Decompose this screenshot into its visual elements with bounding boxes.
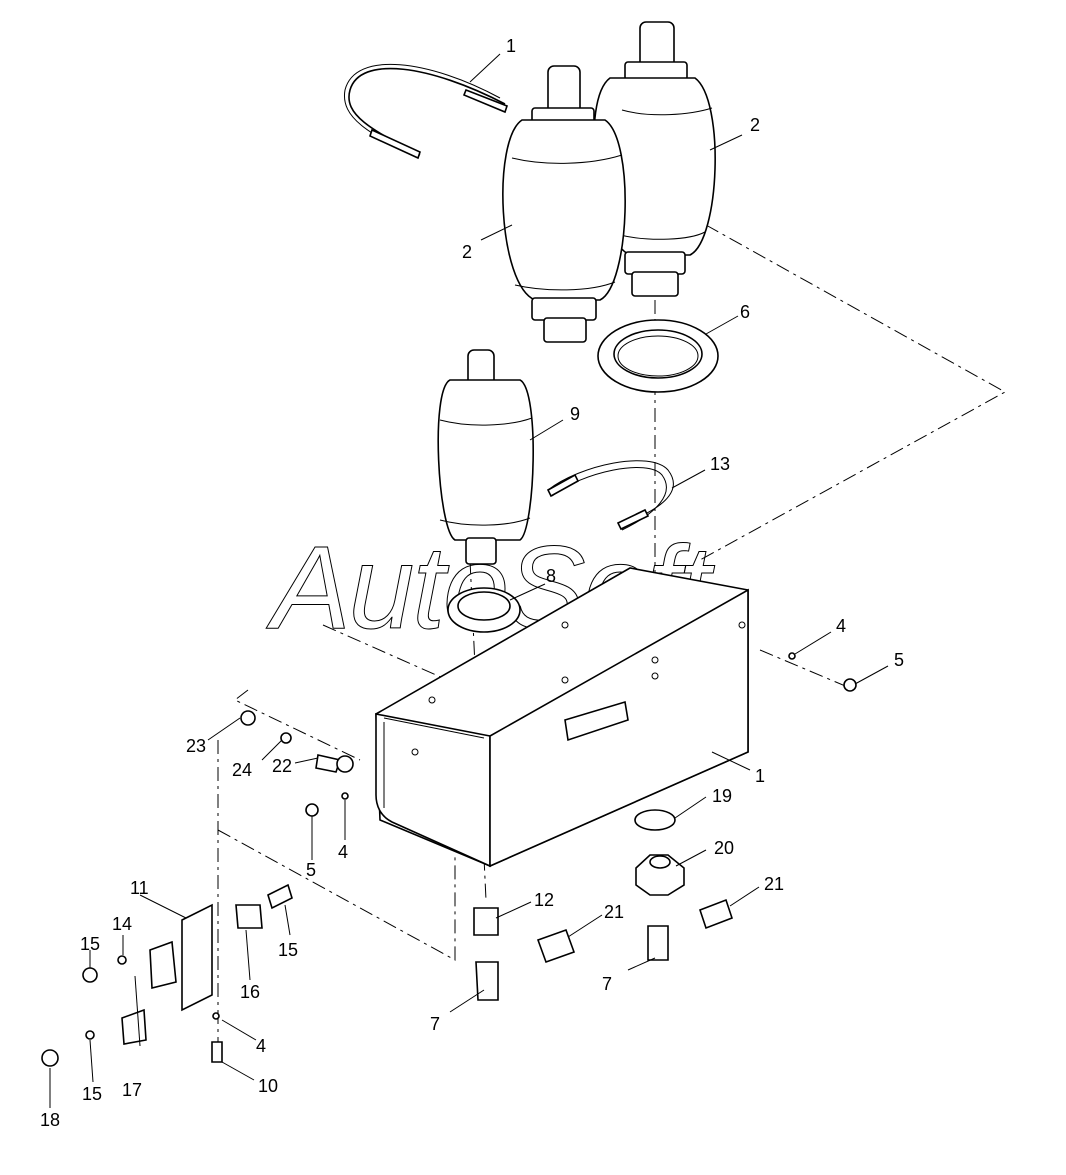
hose-part-3	[343, 63, 508, 160]
callout-21-left: 21	[604, 902, 624, 922]
callout-23: 23	[186, 736, 206, 756]
callout-5-right: 5	[894, 650, 904, 670]
callout-13: 13	[710, 454, 730, 474]
accumulator-part-2-front	[502, 65, 626, 343]
hose-part-13	[546, 460, 674, 531]
callout-12: 12	[534, 890, 554, 910]
callout-15-top: 14	[112, 914, 132, 934]
callout-1: 1	[755, 766, 765, 786]
callout-24: 24	[232, 760, 252, 780]
callout-21-right: 21	[764, 874, 784, 894]
callout-6: 6	[740, 302, 750, 322]
callout-4-right: 4	[836, 616, 846, 636]
callout-18: 18	[40, 1110, 60, 1130]
callout-4-mid: 4	[338, 842, 348, 862]
callout-5-mid: 5	[306, 860, 316, 880]
ring-part-6	[597, 319, 719, 393]
callout-4-bottom: 4	[256, 1036, 266, 1056]
callout-17-bottom: 17	[122, 1080, 142, 1100]
callout-20: 20	[714, 838, 734, 858]
callout-16: 15	[80, 934, 100, 954]
callout-3: 1	[506, 36, 516, 56]
tray-part-1	[375, 567, 749, 868]
callouts: 1 2 2 6 9 13 8 4 5 1 19 20 12 21 21 7 7 …	[40, 36, 904, 1130]
callout-2-front: 2	[462, 242, 472, 262]
callout-15-bottom: 15	[82, 1084, 102, 1104]
callout-22: 22	[272, 756, 292, 776]
leader-lines	[49, 53, 889, 1108]
accumulator-part-9	[437, 349, 534, 565]
ring-part-8	[447, 587, 521, 633]
callout-11: 11	[130, 878, 149, 898]
callout-7-left: 7	[430, 1014, 440, 1034]
callout-9: 9	[570, 404, 580, 424]
callout-8: 8	[546, 566, 556, 586]
callout-7-right: 7	[602, 974, 612, 994]
callout-14: 15	[278, 940, 298, 960]
callout-2-back: 2	[750, 115, 760, 135]
callout-10: 10	[258, 1076, 278, 1096]
callout-19: 19	[712, 786, 732, 806]
callout-17-top: 16	[240, 982, 260, 1002]
